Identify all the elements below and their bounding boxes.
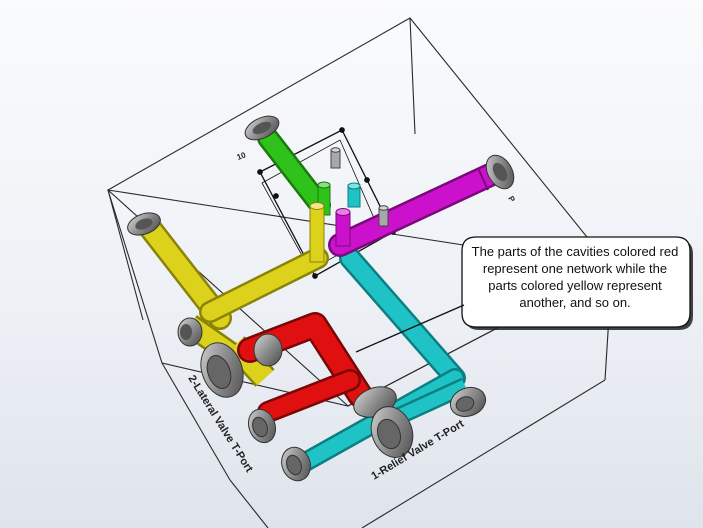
callout-text: The parts of the cavities colored red re…	[471, 244, 679, 310]
tag-label-a: 10	[236, 150, 248, 162]
port-fittings	[200, 342, 487, 482]
callout-bubble	[355, 236, 693, 353]
tag-label-b: P	[506, 195, 517, 205]
green-network[interactable]	[241, 111, 331, 216]
red-network[interactable]	[237, 312, 373, 423]
magenta-network[interactable]	[328, 150, 519, 257]
callout-leader	[355, 304, 465, 353]
